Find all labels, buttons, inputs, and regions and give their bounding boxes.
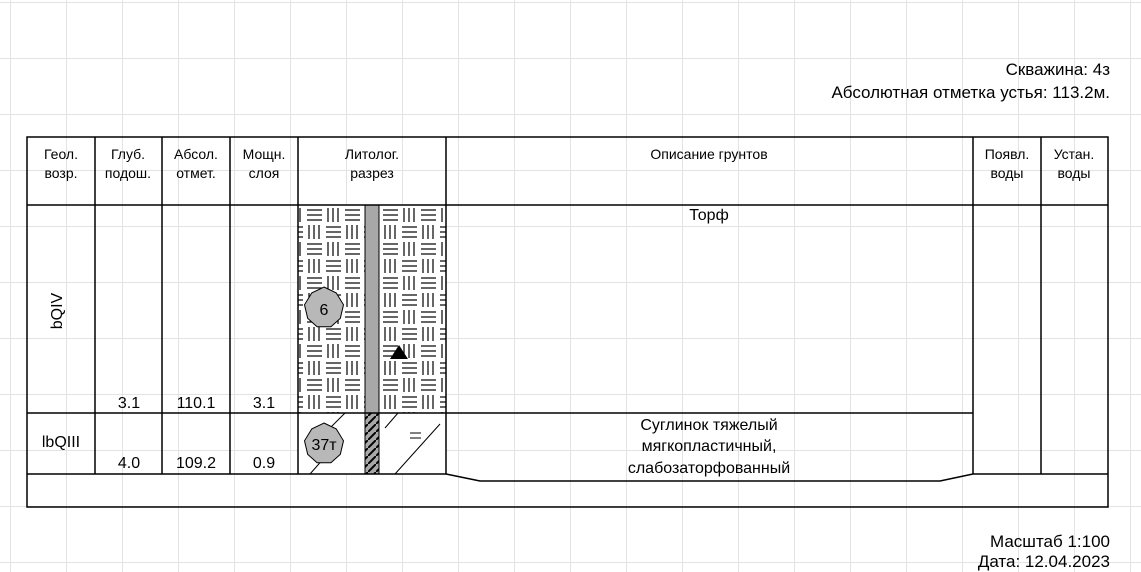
sample-1-label: 6 bbox=[320, 302, 329, 319]
col-header-water-stable-2: воды bbox=[1058, 165, 1091, 181]
col-header-thickness-1: Мощн. bbox=[243, 146, 286, 162]
layer-1-thickness: 3.1 bbox=[253, 395, 275, 412]
layer-2-elevation: 109.2 bbox=[176, 455, 216, 472]
col-header-abs-elev-2: отмет. bbox=[176, 165, 216, 181]
col-header-geo-age-2: возр. bbox=[44, 165, 77, 181]
col-header-litho-1: Литолог. bbox=[345, 146, 399, 162]
layer-2-description-line-1: Суглинок тяжелый bbox=[640, 417, 777, 434]
borehole-core-lower bbox=[364, 412, 380, 475]
layer-2-description-line-3: слабозаторфованный bbox=[628, 460, 790, 477]
col-header-geo-age-1: Геол. bbox=[44, 146, 78, 162]
col-header-water-appear-1: Появл. bbox=[985, 146, 1030, 162]
date-label: Дата: 12.04.2023 bbox=[977, 552, 1110, 571]
layer-1-age: bQIV bbox=[49, 292, 66, 329]
layer-2-thickness: 0.9 bbox=[253, 455, 275, 472]
table-frame bbox=[26, 136, 1109, 508]
col-header-depth-2: подош. bbox=[105, 165, 151, 181]
layer-1-description: Торф bbox=[689, 207, 728, 224]
col-header-water-appear-2: воды bbox=[991, 165, 1024, 181]
wellhead-elevation: Абсолютная отметка устья: 113.2м. bbox=[831, 83, 1110, 102]
well-title: Скважина: 4з bbox=[1005, 60, 1110, 79]
scale-label: Масштаб 1:100 bbox=[990, 532, 1110, 551]
sample-2-label: 37т bbox=[311, 437, 337, 454]
water-level-icon bbox=[390, 345, 408, 359]
borehole-core-upper bbox=[364, 204, 380, 414]
col-header-litho-2: разрез bbox=[350, 165, 394, 181]
sample-marker-1: 6 bbox=[303, 286, 345, 328]
layer-2-age: lbQIII bbox=[42, 434, 80, 451]
col-header-water-stable-1: Устан. bbox=[1054, 146, 1095, 162]
layer-2-depth: 4.0 bbox=[118, 455, 140, 472]
layer-1-elevation: 110.1 bbox=[177, 395, 216, 412]
col-header-thickness-2: слоя bbox=[249, 165, 280, 181]
col-header-depth-1: Глуб. bbox=[111, 146, 145, 162]
layer-1-depth: 3.1 bbox=[118, 395, 140, 412]
borehole-log: Геол. возр. Глуб. подош. Абсол. отмет. М… bbox=[26, 136, 1109, 508]
sample-marker-2: 37т bbox=[303, 422, 345, 464]
col-header-abs-elev-1: Абсол. bbox=[174, 146, 218, 162]
col-header-description: Описание грунтов bbox=[650, 146, 767, 162]
layer-2-description-line-2: мягкопластичный, bbox=[642, 438, 777, 455]
